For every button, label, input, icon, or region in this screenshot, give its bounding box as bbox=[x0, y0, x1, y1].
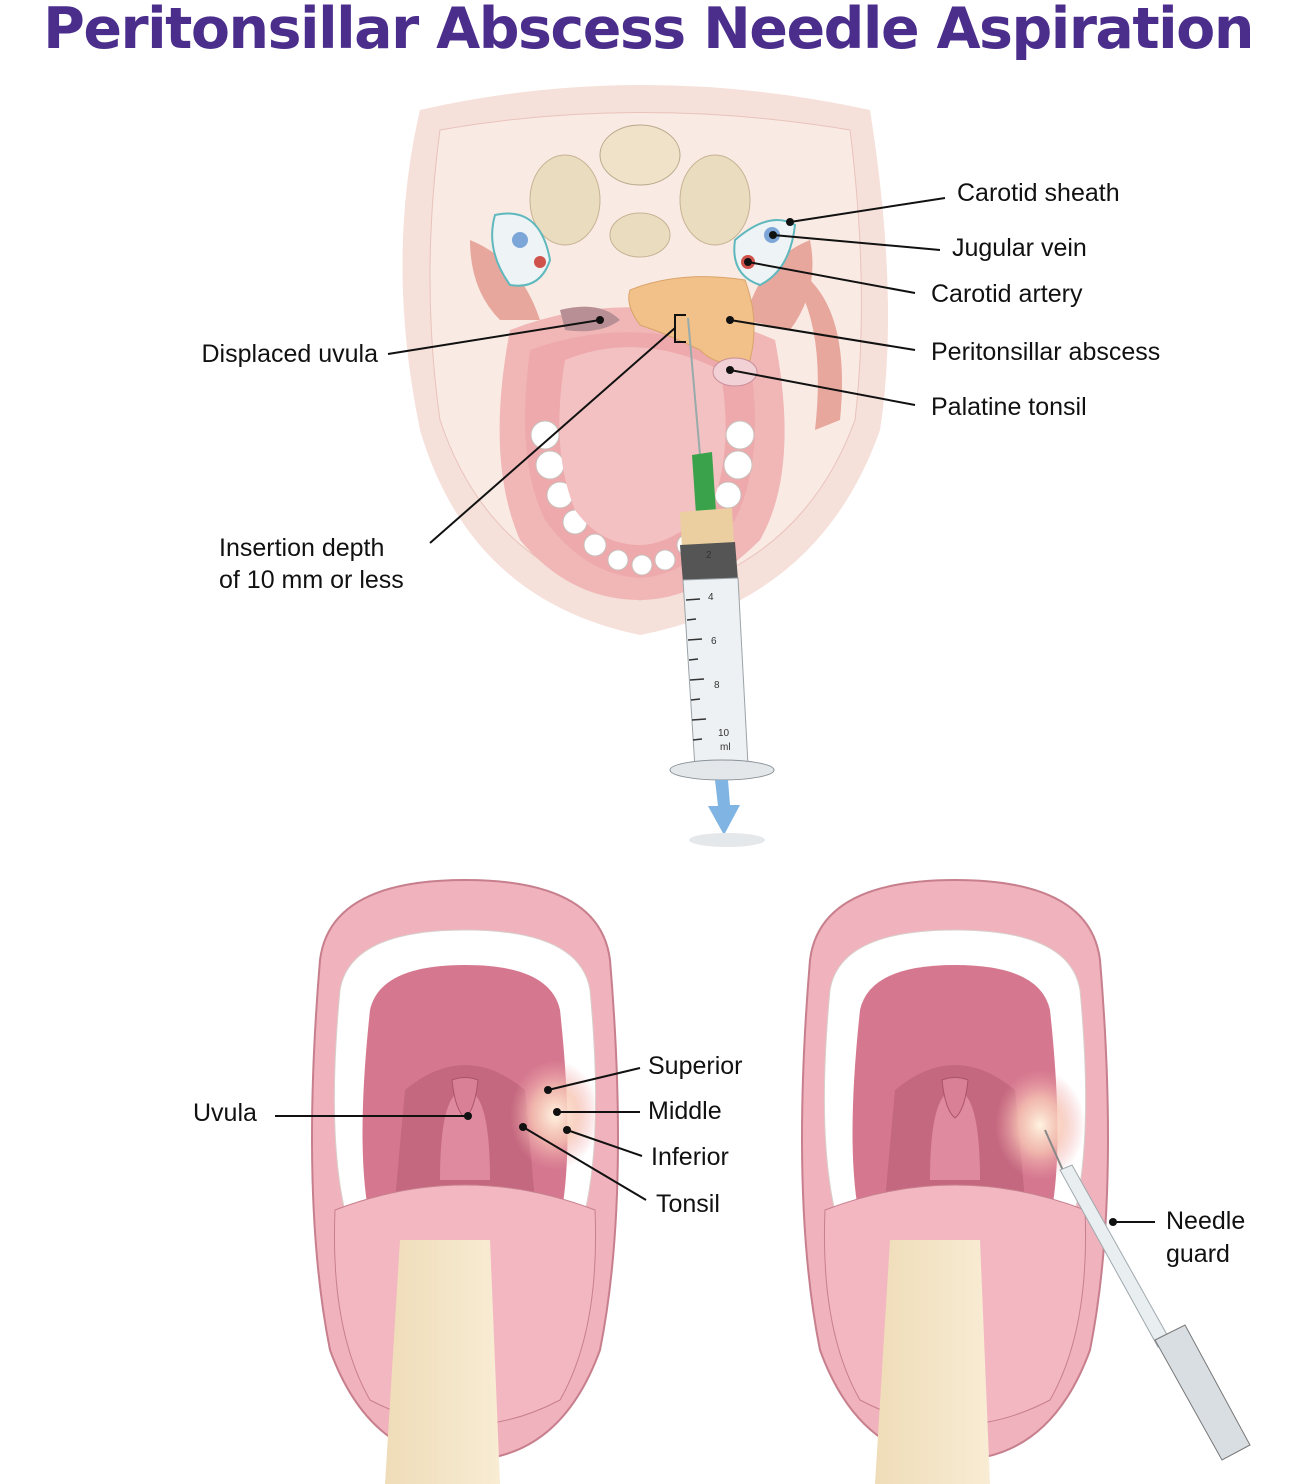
label-tonsil: Tonsil bbox=[656, 1190, 720, 1218]
label-displaced-uvula: Displaced uvula bbox=[201, 340, 379, 368]
scale-label: 10 bbox=[718, 728, 730, 739]
scale-label: ml bbox=[720, 742, 731, 753]
label-uvula: Uvula bbox=[193, 1099, 257, 1127]
open-mouth-left bbox=[311, 878, 619, 1484]
label-carotid-artery: Carotid artery bbox=[931, 280, 1083, 308]
scale-label: 2 bbox=[706, 550, 712, 561]
label-needle-guard-1: Needle bbox=[1166, 1207, 1246, 1235]
open-mouth-right bbox=[801, 878, 1251, 1484]
label-needle-guard-2: guard bbox=[1166, 1240, 1230, 1268]
label-middle: Middle bbox=[648, 1097, 722, 1125]
head-cross-section bbox=[402, 85, 888, 635]
label-peritonsillar-abscess: Peritonsillar abscess bbox=[931, 338, 1161, 366]
label-palatine-tonsil: Palatine tonsil bbox=[931, 393, 1087, 421]
scale-label: 6 bbox=[711, 636, 717, 647]
leader-lines-top bbox=[387, 197, 946, 544]
scale-label: 4 bbox=[708, 592, 714, 603]
syringe-scale: 2 4 6 8 10 ml bbox=[685, 550, 731, 753]
label-inferior: Inferior bbox=[651, 1143, 729, 1171]
scale-label: 8 bbox=[714, 680, 720, 691]
leader-lines-bottom bbox=[275, 1067, 1155, 1223]
page-title: Peritonsillar Abscess Needle Aspiration bbox=[43, 0, 1254, 62]
label-insertion-depth-2: of 10 mm or less bbox=[219, 566, 404, 594]
label-carotid-sheath: Carotid sheath bbox=[957, 179, 1120, 207]
label-insertion-depth-1: Insertion depth bbox=[219, 534, 385, 562]
label-jugular-vein: Jugular vein bbox=[952, 234, 1087, 262]
label-superior: Superior bbox=[648, 1052, 743, 1080]
syringe bbox=[669, 317, 775, 847]
